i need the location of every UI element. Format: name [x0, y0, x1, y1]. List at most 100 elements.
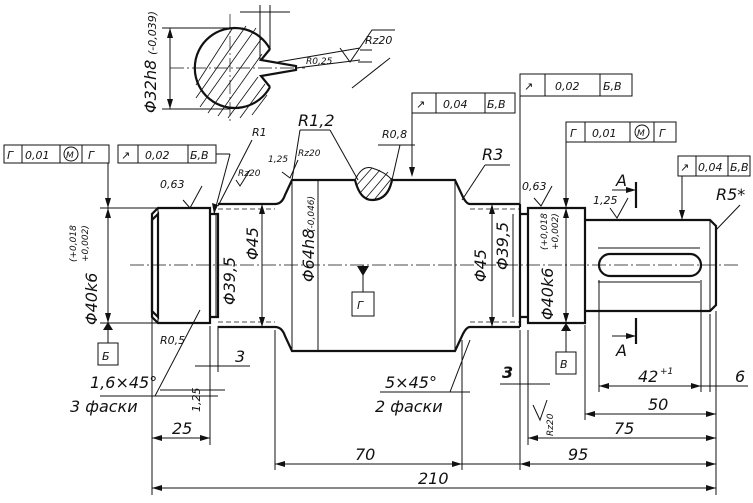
dim-d40-right: Φ40k6 — [538, 268, 557, 320]
top-groove — [353, 179, 394, 202]
roughness-1-25-mid: 1,25 — [268, 155, 288, 165]
dim-d64-tol: (-0,046) — [307, 196, 317, 232]
datum-v — [555, 323, 577, 375]
frame-top-right-runout — [519, 73, 633, 204]
section-mark-a-top-label: А — [615, 171, 627, 190]
datum-g — [351, 265, 375, 317]
dim-1-25-left: 1,25 — [190, 388, 203, 413]
radius-r0-5: R0,5 — [160, 334, 185, 347]
dim-d40-left-tol-l: +0,002) — [81, 225, 91, 262]
frame-left-runout-datum: Б,В — [190, 149, 209, 162]
left-journal — [150, 206, 212, 325]
roughness-rz20-a: Rz20 — [238, 169, 261, 179]
chamfer-left-1: 1,6×45° — [90, 373, 157, 392]
section-diameter-label: Φ32h8 — [141, 60, 160, 113]
dim-d39-5-left: Φ39,5 — [220, 257, 239, 305]
dim-75: 75 — [614, 419, 634, 438]
frame-right-position — [563, 121, 677, 208]
dim-50: 50 — [648, 395, 668, 414]
right-groove — [518, 204, 528, 327]
frame-mid-runout-val: 0,04 — [443, 98, 468, 111]
dim-d45-right: Φ45 — [471, 249, 490, 282]
section-mark-a-bottom-label: А — [615, 341, 627, 360]
dim-d45-left: Φ45 — [243, 227, 262, 260]
radius-r5: R5* — [716, 185, 745, 204]
datum-g-label: Г — [357, 299, 364, 312]
frame-fr-runout-datum: Б,В — [730, 161, 749, 174]
frame-left-runout-sym: ↗ — [121, 149, 130, 162]
frame-left-pos-val: 0,01 — [25, 149, 50, 162]
dim-d64: Φ64h8 — [299, 229, 318, 282]
section-hatching — [195, 25, 268, 119]
frame-left-pos-sym: Г — [7, 149, 14, 162]
frame-tr-runout-sym: ↗ — [524, 80, 533, 93]
dim-d40-left-tol-u: (+0,018 — [69, 225, 79, 262]
right-step — [470, 202, 520, 329]
chamfer-left-2: 3 фаски — [70, 397, 138, 416]
dim-42-tol: +1 — [660, 367, 673, 377]
roughness-0-63-right: 0,63 — [522, 180, 547, 193]
dim-d40-left: Φ40k6 — [82, 273, 101, 325]
frame-mid-runout-datum: Б,В — [487, 98, 506, 111]
section-view — [162, 5, 395, 124]
frame-right-pos-sym: Г — [570, 127, 577, 140]
datum-v-label: В — [560, 358, 568, 371]
roughness-mark-rz-a — [235, 169, 251, 187]
groove-hatching — [355, 167, 393, 201]
section-roughness: Rz20 — [365, 34, 392, 47]
radius-r3: R3 — [482, 145, 503, 164]
roughness-rz20-b: Rz20 — [298, 149, 321, 159]
dim-6: 6 — [735, 367, 745, 386]
dim-3-left: 3 — [235, 347, 245, 366]
left-groove — [210, 212, 220, 319]
roughness-mark-rz-c — [532, 399, 548, 422]
frame-far-right-runout — [677, 155, 751, 220]
section-radius: R0,25 — [306, 57, 333, 67]
central-collar — [274, 178, 471, 353]
frame-left-runout-val: 0,02 — [145, 149, 170, 162]
frame-left-position — [3, 144, 111, 208]
dim-1-25-right: 1,25 — [593, 194, 618, 207]
section-diameter-tol: (-0,039) — [146, 11, 159, 55]
radius-r1: R1 — [252, 126, 267, 139]
chamfer-mid-2: 2 фаски — [375, 397, 443, 416]
frame-fr-runout-sym: ↗ — [680, 161, 689, 174]
roughness-mark-rz-b — [281, 159, 299, 179]
roughness-mark-left — [182, 185, 203, 209]
frame-tr-runout-val: 0,02 — [555, 80, 580, 93]
roughness-mark-mid — [609, 197, 629, 219]
chamfer-mid-1: 5×45° — [385, 373, 437, 392]
shaft-end — [585, 218, 718, 313]
dim-210: 210 — [418, 469, 449, 488]
frame-tr-runout-datum: Б,В — [603, 80, 622, 93]
dim-70: 70 — [355, 445, 375, 464]
roughness-rz20-c: Rz20 — [546, 413, 556, 436]
section-mark-a-top — [612, 182, 638, 208]
datum-b — [97, 322, 119, 366]
frame-right-pos-mod: М — [637, 129, 645, 139]
roughness-0-63-left: 0,63 — [160, 178, 185, 191]
radius-r0-8: R0,8 — [382, 128, 407, 141]
roughness-mark-right — [533, 185, 553, 207]
frame-left-pos-datum: Г — [88, 149, 95, 162]
dim-d40-right-tol-u: (+0,018 — [540, 213, 550, 250]
keyway — [597, 252, 703, 278]
frame-left-pos-mod: М — [66, 151, 74, 161]
dim-d39-5-right: Φ39,5 — [493, 222, 512, 270]
frame-right-pos-datum: Г — [659, 127, 666, 140]
dim-d40-right-tol-l: +0,002) — [551, 213, 561, 250]
radius-r1-2: R1,2 — [298, 111, 335, 130]
frame-mid-runout — [409, 92, 516, 177]
dim-3-right: 3 — [502, 363, 513, 382]
frame-right-pos-val: 0,01 — [592, 127, 617, 140]
frame-mid-runout-sym: ↗ — [416, 98, 425, 111]
frame-fr-runout-val: 0,04 — [698, 161, 723, 174]
dimension-lines — [100, 129, 748, 495]
left-step — [218, 202, 275, 329]
section-mark-a-bottom — [612, 318, 638, 344]
frame-left-runout — [117, 144, 231, 215]
dim-95: 95 — [568, 445, 588, 464]
shaft-body — [150, 167, 718, 353]
